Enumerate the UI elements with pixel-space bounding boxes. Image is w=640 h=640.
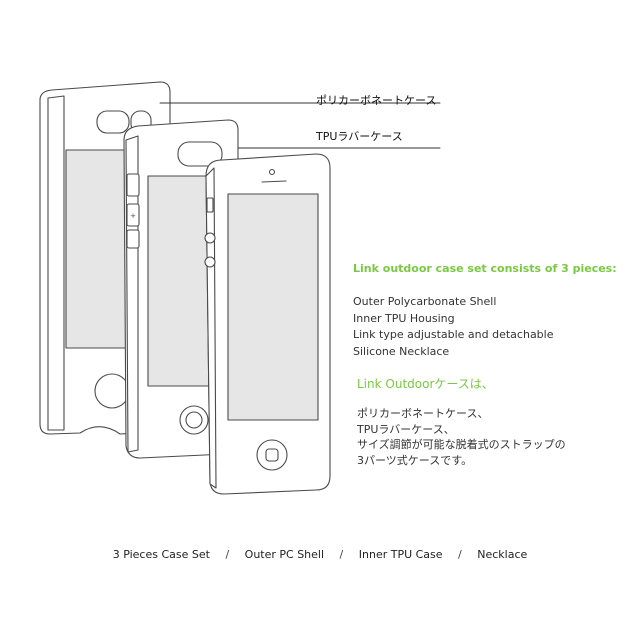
feature-line: Inner TPU Housing [353,311,455,325]
iphone [204,153,331,495]
feature-line-jp: 3パーツ式ケースです。 [357,453,473,467]
feature-list-jp: ポリカーボネートケース、 TPUラバーケース、 サイズ調節が可能な脱着式のストラ… [357,406,566,468]
feature-line-jp: サイズ調節が可能な脱着式のストラップの [357,438,566,451]
footer-item: Inner TPU Case [358,548,443,561]
svg-text:+: + [130,212,136,220]
footer-item: Outer PC Shell [244,548,325,561]
callout-polycarbonate-case: ポリカーボネートケース [316,94,437,107]
feature-line: Link type adjustable and detachable [353,328,554,341]
footer-item: 3 Pieces Case Set [112,548,210,561]
footer-separator: / [339,548,344,561]
footer-caption: 3 Pieces Case Set / Outer PC Shell / Inn… [0,548,640,561]
feature-line-jp: ポリカーボネートケース、 [357,407,489,420]
footer-item: Necklace [477,548,528,561]
description-heading-en: Link outdoor case set consists of 3 piec… [353,262,617,275]
feature-list-en: Outer Polycarbonate Shell Inner TPU Hous… [353,294,554,360]
footer-separator: / [458,548,462,561]
feature-line: Silicone Necklace [353,344,450,358]
feature-line: Outer Polycarbonate Shell [353,295,497,308]
description-heading-jp: Link Outdoorケースは、 [357,377,494,391]
callout-tpu-rubber-case: TPUラバーケース [316,130,403,143]
footer-separator: / [225,548,230,561]
feature-line-jp: TPUラバーケース、 [357,422,455,436]
